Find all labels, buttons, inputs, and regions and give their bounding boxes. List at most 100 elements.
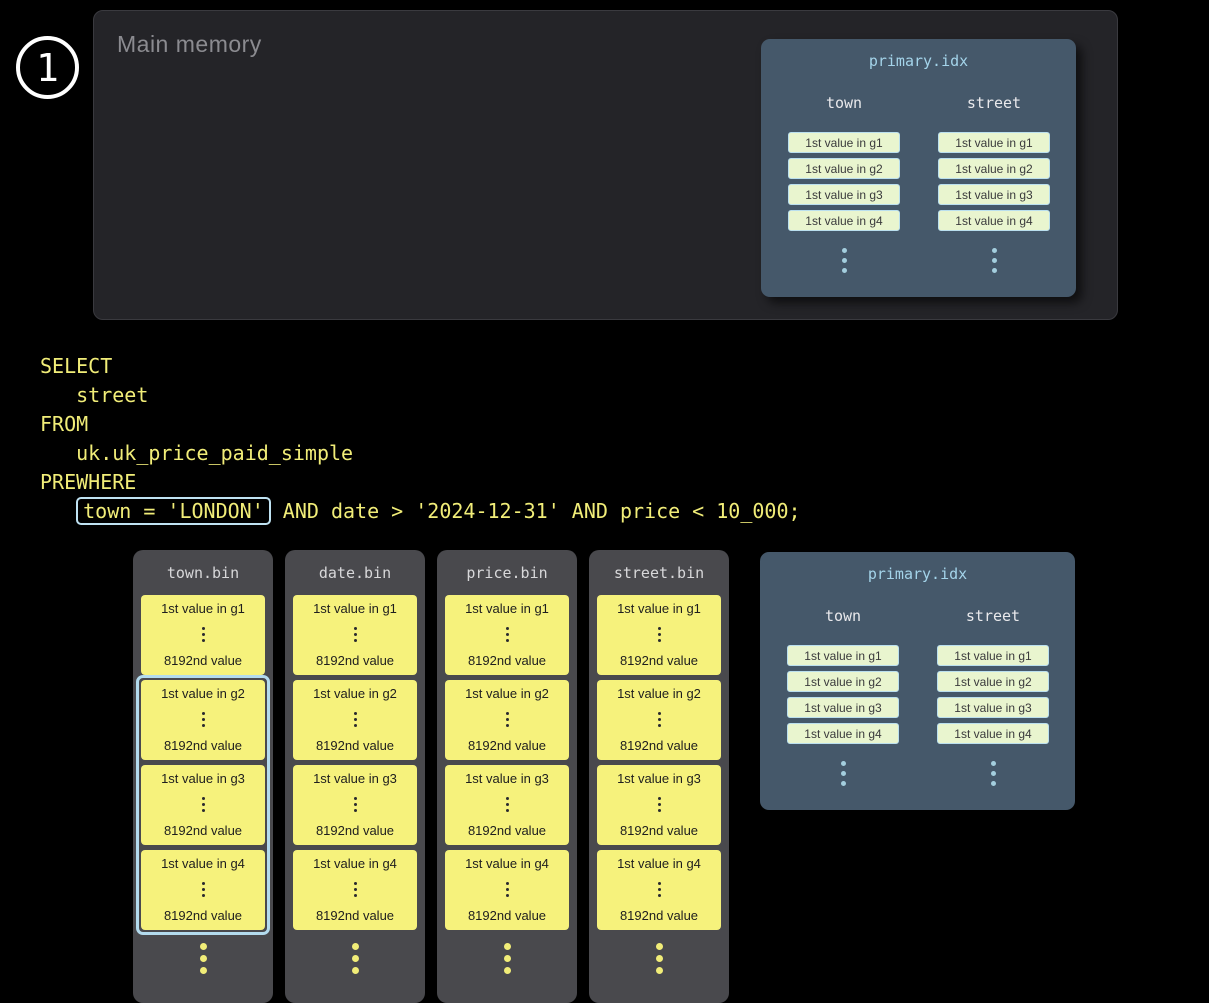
bin-column-title: street.bin <box>613 564 705 582</box>
granule-first-value: 1st value in g1 <box>465 601 549 616</box>
granule-first-value: 1st value in g4 <box>617 856 701 871</box>
granule-block: 1st value in g2 8192nd value <box>141 680 265 760</box>
ellipsis-icon <box>505 712 509 727</box>
sql-line-table: uk.uk_price_paid_simple <box>40 441 354 465</box>
granule-first-value: 1st value in g4 <box>313 856 397 871</box>
sql-query: SELECT street FROM uk.uk_price_paid_simp… <box>40 352 801 526</box>
granule-block: 1st value in g2 8192nd value <box>293 680 417 760</box>
ellipsis-icon <box>840 761 846 786</box>
main-memory-panel: Main memory primary.idx town 1st value i… <box>93 10 1118 320</box>
granule-last-value: 8192nd value <box>619 908 699 923</box>
ellipsis-icon <box>990 761 996 786</box>
ellipsis-icon <box>353 627 357 642</box>
granule-first-value: 1st value in g4 <box>465 856 549 871</box>
bin-column-price: price.bin 1st value in g1 8192nd value 1… <box>437 550 577 1003</box>
ellipsis-icon <box>657 712 661 727</box>
granule-block: 1st value in g1 8192nd value <box>445 595 569 675</box>
index-entry-chip: 1st value in g1 <box>937 645 1049 666</box>
step-1-badge: 1 <box>16 36 79 99</box>
granule-last-value: 8192nd value <box>467 908 547 923</box>
index-entry-chip: 1st value in g1 <box>787 645 899 666</box>
granule-blocks: 1st value in g1 8192nd value 1st value i… <box>141 595 265 935</box>
granule-last-value: 8192nd value <box>467 823 547 838</box>
granule-block: 1st value in g4 8192nd value <box>141 850 265 930</box>
granule-block: 1st value in g1 8192nd value <box>141 595 265 675</box>
index-entry-chip: 1st value in g3 <box>938 184 1050 205</box>
sql-line-select-column: street <box>40 383 149 407</box>
ellipsis-icon <box>505 627 509 642</box>
primary-idx-town-column: town 1st value in g1 1st value in g2 1st… <box>774 94 914 273</box>
granule-block: 1st value in g4 8192nd value <box>445 850 569 930</box>
condition-indent <box>40 499 76 523</box>
granule-block: 1st value in g3 8192nd value <box>141 765 265 845</box>
granule-block: 1st value in g2 8192nd value <box>597 680 721 760</box>
ellipsis-icon <box>589 943 729 974</box>
granule-first-value: 1st value in g2 <box>161 686 245 701</box>
step-number: 1 <box>36 45 59 90</box>
ellipsis-icon <box>201 797 205 812</box>
bin-column-title: date.bin <box>318 564 392 582</box>
ellipsis-icon <box>353 712 357 727</box>
index-entry-chip: 1st value in g3 <box>788 184 900 205</box>
granule-block: 1st value in g4 8192nd value <box>293 850 417 930</box>
granule-last-value: 8192nd value <box>315 908 395 923</box>
primary-idx-street-column: street 1st value in g1 1st value in g2 1… <box>924 94 1064 273</box>
granule-first-value: 1st value in g1 <box>313 601 397 616</box>
sql-line-from: FROM <box>40 412 89 436</box>
index-entry-chip: 1st value in g1 <box>938 132 1050 153</box>
bin-column-street: street.bin 1st value in g1 8192nd value … <box>589 550 729 1003</box>
primary-idx-title: primary.idx <box>867 565 968 583</box>
granule-last-value: 8192nd value <box>619 823 699 838</box>
primary-idx-panel-bottom: primary.idx town 1st value in g1 1st val… <box>760 552 1075 810</box>
granule-last-value: 8192nd value <box>467 653 547 668</box>
index-entry-chip: 1st value in g1 <box>788 132 900 153</box>
index-entry-chip: 1st value in g4 <box>788 210 900 231</box>
sql-line-prewhere: PREWHERE <box>40 470 137 494</box>
column-header-street: street <box>966 94 1022 112</box>
bin-column-date: date.bin 1st value in g1 8192nd value 1s… <box>285 550 425 1003</box>
condition-rest: AND date > '2024-12-31' AND price < 10_0… <box>270 499 801 523</box>
granule-block: 1st value in g3 8192nd value <box>293 765 417 845</box>
ellipsis-icon <box>657 627 661 642</box>
prewhere-town-highlight-box: town = 'LONDON' <box>76 497 271 525</box>
granule-last-value: 8192nd value <box>315 653 395 668</box>
granule-block: 1st value in g1 8192nd value <box>293 595 417 675</box>
primary-idx-town-column: town 1st value in g1 1st value in g2 1st… <box>773 607 913 786</box>
index-entry-chip: 1st value in g3 <box>937 697 1049 718</box>
granule-first-value: 1st value in g1 <box>617 601 701 616</box>
granule-last-value: 8192nd value <box>619 738 699 753</box>
granule-last-value: 8192nd value <box>163 653 243 668</box>
index-entry-chip: 1st value in g4 <box>787 723 899 744</box>
granule-block: 1st value in g3 8192nd value <box>597 765 721 845</box>
primary-idx-title: primary.idx <box>868 52 969 70</box>
granule-last-value: 8192nd value <box>315 823 395 838</box>
granule-first-value: 1st value in g3 <box>161 771 245 786</box>
granule-last-value: 8192nd value <box>467 738 547 753</box>
granule-last-value: 8192nd value <box>619 653 699 668</box>
granule-last-value: 8192nd value <box>315 738 395 753</box>
ellipsis-icon <box>201 712 205 727</box>
bin-column-title: town.bin <box>166 564 240 582</box>
ellipsis-icon <box>657 797 661 812</box>
granule-blocks: 1st value in g1 8192nd value 1st value i… <box>293 595 417 935</box>
granule-first-value: 1st value in g4 <box>161 856 245 871</box>
ellipsis-icon <box>201 882 205 897</box>
granule-first-value: 1st value in g1 <box>161 601 245 616</box>
primary-idx-panel-top: primary.idx town 1st value in g1 1st val… <box>761 39 1076 297</box>
primary-idx-street-column: street 1st value in g1 1st value in g2 1… <box>923 607 1063 786</box>
index-entry-chip: 1st value in g2 <box>937 671 1049 692</box>
main-memory-label: Main memory <box>117 31 262 57</box>
ellipsis-icon <box>353 882 357 897</box>
granule-block: 1st value in g1 8192nd value <box>597 595 721 675</box>
ellipsis-icon <box>505 882 509 897</box>
column-header-town: town <box>825 94 863 112</box>
ellipsis-icon <box>285 943 425 974</box>
sql-line-condition: town = 'LONDON' AND date > '2024-12-31' … <box>40 497 801 526</box>
granule-block: 1st value in g3 8192nd value <box>445 765 569 845</box>
granule-block: 1st value in g4 8192nd value <box>597 850 721 930</box>
ellipsis-icon <box>133 943 273 974</box>
ellipsis-icon <box>505 797 509 812</box>
ellipsis-icon <box>437 943 577 974</box>
bin-column-town: town.bin 1st value in g1 8192nd value 1s… <box>133 550 273 1003</box>
sql-line-select: SELECT <box>40 354 113 378</box>
